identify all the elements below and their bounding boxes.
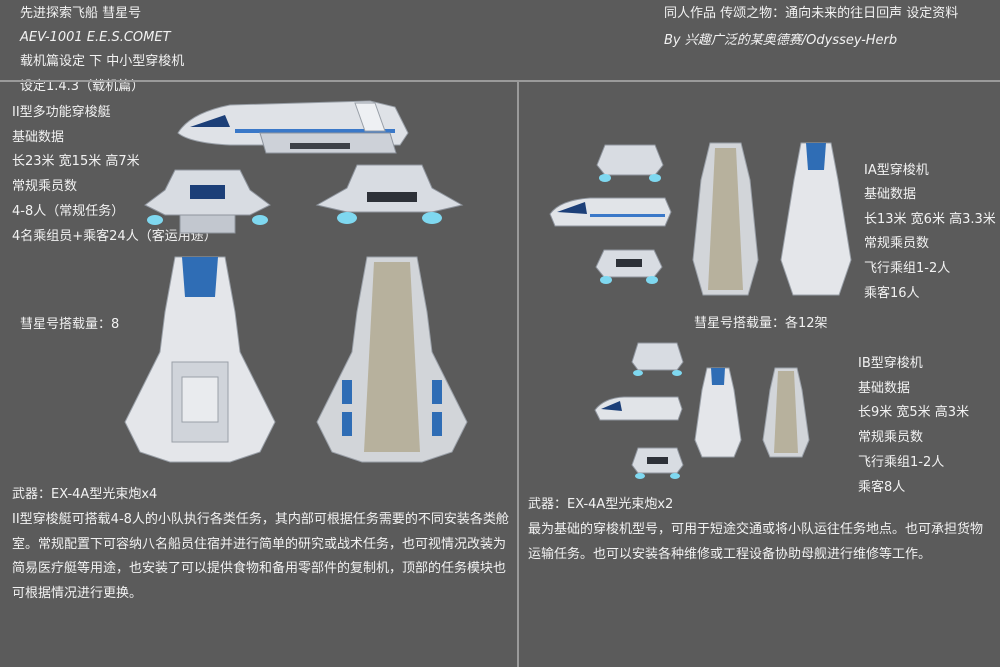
type-ii-dimensions: 长23米 宽15米 高7米	[12, 154, 140, 169]
type-ib-basic-label: 基础数据	[858, 381, 911, 396]
type-ia-dimensions: 长13米 宽6米 高3.3米	[864, 212, 996, 227]
type-ib-side-view	[594, 396, 683, 421]
type-ib-crew-label: 常规乘员数	[858, 430, 924, 445]
type-ib-top-view	[694, 367, 742, 458]
header-author: By 兴趣广泛的某奥德赛/Odyssey-Herb	[664, 33, 898, 48]
header-chapter: 载机篇设定 下 中小型穿梭机	[20, 54, 185, 69]
type-ia-passengers: 乘客16人	[864, 286, 920, 301]
type-ii-crew: 4-8人（常规任务）	[12, 204, 125, 219]
type-ia-flight-crew: 飞行乘组1-2人	[864, 261, 951, 276]
type-ii-crew-label: 常规乘员数	[12, 179, 78, 194]
type-ii-side-view	[177, 100, 409, 154]
type-ii-basic-label: 基础数据	[12, 130, 65, 145]
type-i-description: 最为基础的穿梭机型号，可用于短途交通或将小队运往任务地点。也可承担货物运输任务。…	[528, 522, 984, 562]
type-i-weapon: 武器：EX-4A型光束炮x2	[528, 497, 674, 512]
type-ii-title: II型多功能穿梭艇	[12, 105, 111, 120]
type-ii-description: II型穿梭艇可搭载4-8人的小队执行各类任务，其内部可根据任务需要的不同安装各类…	[12, 512, 509, 601]
type-ia-side-view	[549, 197, 672, 227]
type-ia-rear-view	[595, 249, 663, 284]
type-ii-rear-view	[315, 164, 464, 224]
header-registry: AEV-1001 E.E.S.COMET	[20, 30, 171, 45]
type-ib-passengers: 乘客8人	[858, 480, 906, 495]
type-ib-front-view	[631, 342, 684, 376]
type-ib-dimensions: 长9米 宽5米 高3米	[858, 405, 970, 420]
type-ii-front-view	[144, 169, 271, 234]
type-ii-weapon: 武器：EX-4A型光束炮x4	[12, 487, 158, 502]
type-ia-basic-label: 基础数据	[864, 187, 917, 202]
type-ib-rear-view	[631, 447, 684, 479]
header-version: 设定1.4.3（载机篇）	[20, 79, 145, 94]
header-title: 先进探索飞船 彗星号	[20, 6, 142, 21]
type-i-capacity: 彗星号搭载量：各12架	[694, 316, 828, 331]
type-ia-bottom-view	[692, 142, 759, 296]
type-ii-capacity: 彗星号搭载量：8	[20, 317, 120, 332]
type-ii-top-view	[124, 256, 276, 463]
top-divider	[0, 80, 1000, 82]
type-ia-front-view	[596, 144, 664, 182]
type-ii-bottom-view	[316, 256, 468, 463]
type-ib-title: IB型穿梭机	[858, 356, 923, 371]
type-ia-title: IA型穿梭机	[864, 163, 929, 178]
type-ib-flight-crew: 飞行乘组1-2人	[858, 455, 945, 470]
center-divider	[517, 80, 519, 667]
type-ii-crew-alt: 4名乘组员+乘客24人（客运用途）	[12, 229, 217, 244]
type-ia-top-view	[780, 142, 852, 296]
type-ib-bottom-view	[762, 367, 810, 458]
header-work-title: 同人作品 传颂之物：通向未来的往日回声 设定资料	[664, 6, 959, 21]
type-ia-crew-label: 常规乘员数	[864, 236, 930, 251]
